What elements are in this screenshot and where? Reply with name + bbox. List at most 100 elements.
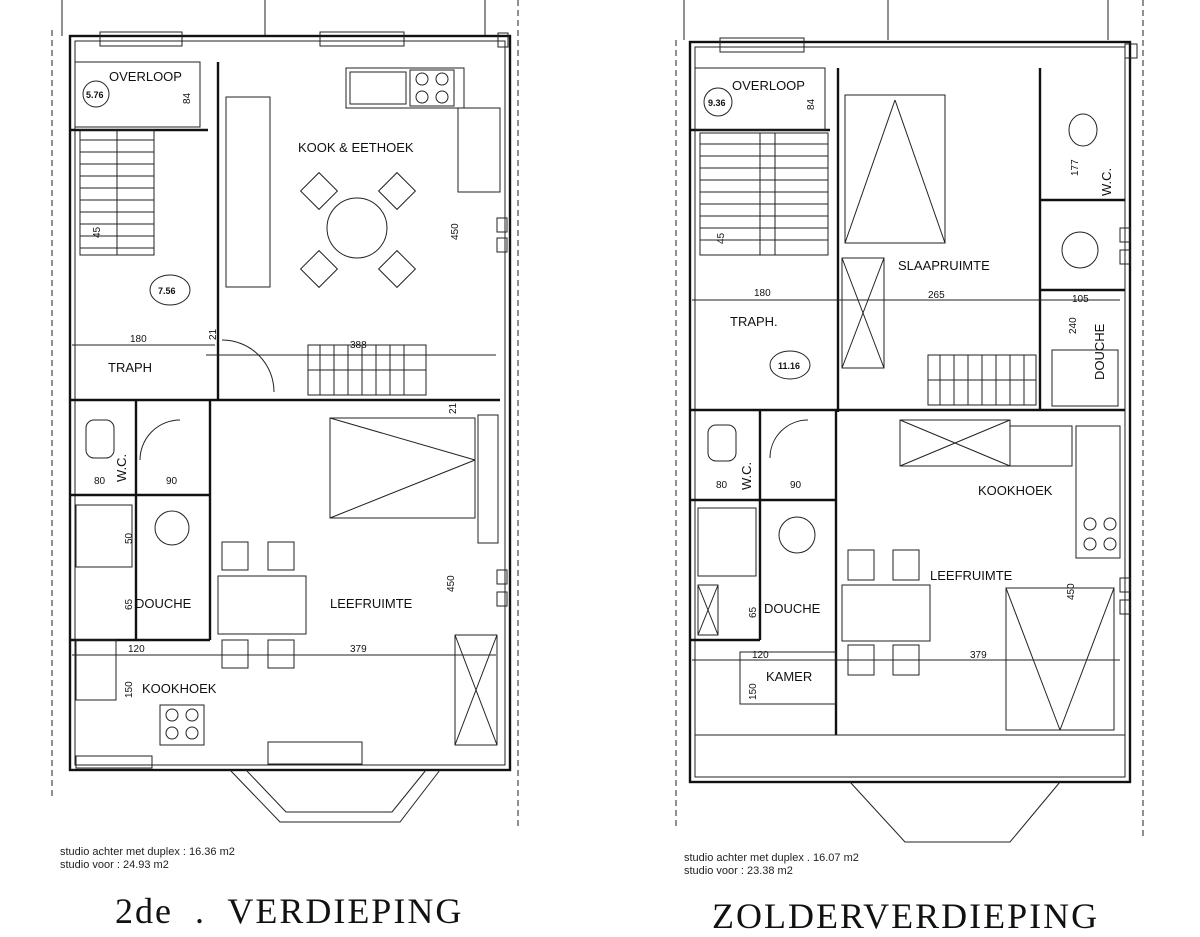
sofa: [454, 634, 498, 746]
burner: [1103, 537, 1117, 551]
cupboard: [841, 257, 885, 369]
dimension-label: 180: [130, 334, 147, 345]
bed: [1005, 587, 1115, 731]
room-label-wc: W.C.: [114, 454, 129, 482]
room-label-kookhoek: KOOKHOEK: [142, 681, 217, 696]
door-swing: [139, 419, 181, 461]
bed-line: [844, 99, 896, 244]
right-outer-wall: [688, 40, 1132, 784]
chair: [299, 171, 339, 211]
dimension-label: 150: [124, 681, 135, 698]
room-label-douche: DOUCHE: [764, 601, 821, 616]
area-label: 9.36: [708, 98, 726, 108]
room-label-overloop: OVERLOOP: [109, 69, 182, 84]
room-label-kookhoek: KOOKHOEK: [978, 483, 1053, 498]
staircase: [699, 132, 829, 256]
dimension-label: 84: [806, 98, 817, 110]
wall-marker: [496, 591, 508, 607]
dimension-label: 450: [446, 575, 457, 592]
room-label-wc: W.C.: [739, 462, 754, 490]
dimension-label: 50: [124, 532, 135, 544]
stove: [159, 704, 205, 746]
room-label-kamer: KAMER: [766, 669, 812, 684]
kamer-space: [739, 651, 837, 705]
floor-title-right: ZOLDERVERDIEPING: [712, 896, 1100, 936]
bed-line: [1005, 587, 1061, 731]
dimension-label: 90: [166, 476, 178, 487]
left-inner-wall-line: [74, 40, 506, 766]
chair: [267, 541, 295, 571]
staircase: [307, 344, 427, 396]
washbasin: [154, 510, 190, 546]
room-label-douche-top: DOUCHE: [1092, 323, 1107, 380]
burner: [1083, 537, 1097, 551]
bay-window: [849, 781, 1061, 843]
door-swing: [221, 339, 275, 393]
area-label: 5.76: [86, 90, 104, 100]
dimension-label: 105: [1072, 294, 1089, 305]
shower-tray: [75, 504, 133, 568]
dimension-label: 388: [350, 340, 367, 351]
room-label-wc-top: W.C.: [1099, 168, 1114, 196]
burner: [1083, 517, 1097, 531]
table: [841, 584, 931, 642]
kitchen-counter: [1075, 425, 1121, 559]
right-floor-plan: OVERLOOP W.C. SLAAPRUIMTE TRAPH. DOUCHE …: [675, 0, 1144, 843]
wall-marker: [496, 217, 508, 233]
wall-marker: [1119, 249, 1131, 265]
door-swing: [769, 419, 809, 459]
dimension-label: 379: [350, 644, 367, 655]
washbasin: [1061, 231, 1099, 269]
shower-tray: [697, 507, 757, 577]
chair: [267, 639, 295, 669]
wall-marker: [1119, 577, 1131, 593]
note-line: studio achter met duplex . 16.07 m2: [684, 852, 859, 864]
note-line: studio achter met duplex : 16.36 m2: [60, 846, 235, 858]
chair: [377, 249, 417, 289]
chair: [221, 639, 249, 669]
room-label-slaapruimte: SLAAPRUIMTE: [898, 258, 990, 273]
staircase: [79, 129, 155, 256]
room-label-overloop: OVERLOOP: [732, 78, 805, 93]
area-badge: [769, 350, 811, 380]
window: [75, 755, 153, 769]
area-notes-right: studio achter met duplex . 16.07 m2 stud…: [684, 852, 859, 878]
shower-tray: [1051, 349, 1119, 407]
dimension-label: 45: [92, 226, 103, 238]
floor-title-left: 2de . VERDIEPING: [115, 891, 464, 931]
burner: [435, 72, 449, 86]
bay-window-inner: [245, 769, 427, 813]
dimension-label: 21: [448, 402, 459, 414]
chair: [847, 549, 875, 581]
area-label: 7.56: [158, 286, 176, 296]
bay-window: [229, 769, 441, 823]
burner: [165, 726, 179, 740]
right-inner-wall-line: [694, 46, 1126, 778]
window: [99, 31, 183, 47]
toilet: [85, 419, 115, 459]
bed-line: [899, 419, 1011, 467]
dimension-label: 120: [752, 650, 769, 661]
dimension-label: 265: [928, 290, 945, 301]
sink: [349, 71, 407, 105]
cupboard: [457, 107, 501, 193]
stove: [409, 69, 455, 107]
burner: [1103, 517, 1117, 531]
area-badge: [82, 80, 110, 108]
window: [719, 37, 805, 53]
table: [217, 575, 307, 635]
dimension-label: 84: [182, 92, 193, 104]
room-label-leefruimte: LEEFRUIMTE: [330, 596, 413, 611]
area-label: 11.16: [778, 361, 800, 371]
dimension-label: 45: [716, 232, 727, 244]
burner: [415, 90, 429, 104]
bed-line: [894, 99, 946, 244]
area-badge: [703, 87, 733, 117]
chair: [377, 171, 417, 211]
chimney-flue: [497, 32, 509, 48]
note-line: studio voor : 24.93 m2: [60, 859, 169, 871]
dimension-label: 21: [208, 328, 219, 340]
cupboard: [477, 414, 499, 544]
cupboard-line: [841, 257, 885, 369]
window: [319, 31, 405, 47]
